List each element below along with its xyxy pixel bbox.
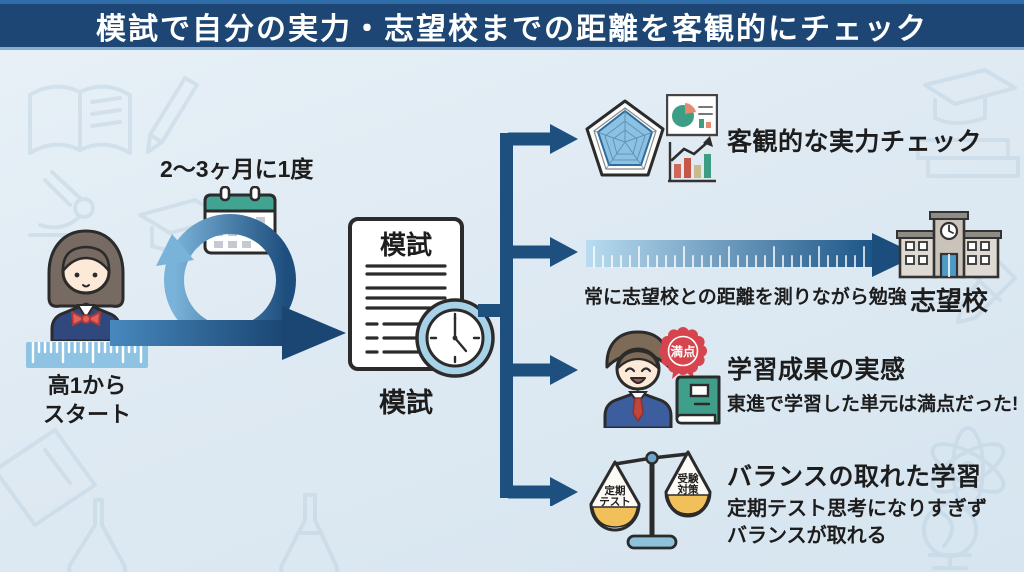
outcome-balance-caption-line1: 定期テスト思考になりすぎず — [727, 498, 987, 520]
branch-connector — [478, 124, 578, 506]
header-banner: 模試で自分の実力・志望校までの距離を客観的にチェック — [0, 0, 1024, 50]
ruler-icon — [26, 342, 148, 368]
open-book-watermark-icon — [28, 84, 132, 155]
student-girl-icon — [47, 229, 125, 341]
microscope-watermark-icon — [28, 170, 95, 237]
start-grade-line1: 高1から — [47, 373, 127, 398]
cycle-frequency-label: 2〜3ヶ月に1度 — [160, 156, 314, 182]
branch-arrow — [508, 355, 578, 385]
scale-right-label-line2: 対策 — [677, 483, 699, 496]
cycle-arrow — [110, 214, 346, 360]
textbook-icon — [675, 375, 721, 425]
notebook-watermark-icon — [0, 428, 97, 527]
start-grade-label: 高1から スタート — [16, 372, 158, 429]
outcome-balance-heading: バランスの取れた学習 — [727, 463, 982, 491]
atom-watermark-icon — [930, 426, 1006, 510]
radar-chart-icon — [585, 99, 665, 177]
outcome-achievement-heading: 学習成果の実感 — [727, 356, 906, 384]
branch-arrow — [508, 124, 578, 154]
exam-document-title: 模試 — [380, 230, 432, 260]
flask-watermark-icon — [67, 493, 340, 572]
branch-arrow — [508, 237, 578, 267]
outcome-distance-caption: 常に志望校との距離を測りながら勉強 — [584, 287, 907, 308]
balance-scale-icon: 定期 テスト 受験 対策 — [589, 450, 712, 550]
clock-icon — [415, 298, 495, 378]
charts-icon — [666, 94, 718, 183]
scale-left-label-line1: 定期 — [604, 484, 626, 497]
exam-caption: 模試 — [379, 388, 433, 418]
scale-left-label-line2: テスト — [599, 496, 631, 508]
globe-watermark-icon — [922, 502, 978, 570]
outcome-ability-heading: 客観的な実力チェック — [727, 128, 983, 156]
start-grade-line2: スタート — [42, 401, 131, 427]
scale-right-label-line1: 受験 — [678, 472, 699, 485]
school-building-icon — [896, 211, 1002, 279]
grad-cap-watermark-icon — [916, 68, 1020, 178]
student-boy-icon — [603, 330, 673, 428]
target-school-label: 志望校 — [909, 286, 988, 316]
badge-label: 満点 — [670, 344, 696, 359]
outcome-balance-caption-line2: バランスが取れる — [727, 525, 887, 547]
pencil-watermark-icon — [146, 76, 199, 154]
outcome-achievement-caption: 東進で学習した単元は満点だった! — [727, 394, 1019, 415]
perfect-score-badge-icon: 満点 — [659, 327, 707, 379]
branch-arrow — [508, 477, 578, 506]
outcome-balance-caption: 定期テスト思考になりすぎず バランスが取れる — [727, 496, 987, 550]
page-title: 模試で自分の実力・志望校までの距離を客観的にチェック — [96, 12, 928, 46]
ruler-arrow — [586, 233, 918, 277]
